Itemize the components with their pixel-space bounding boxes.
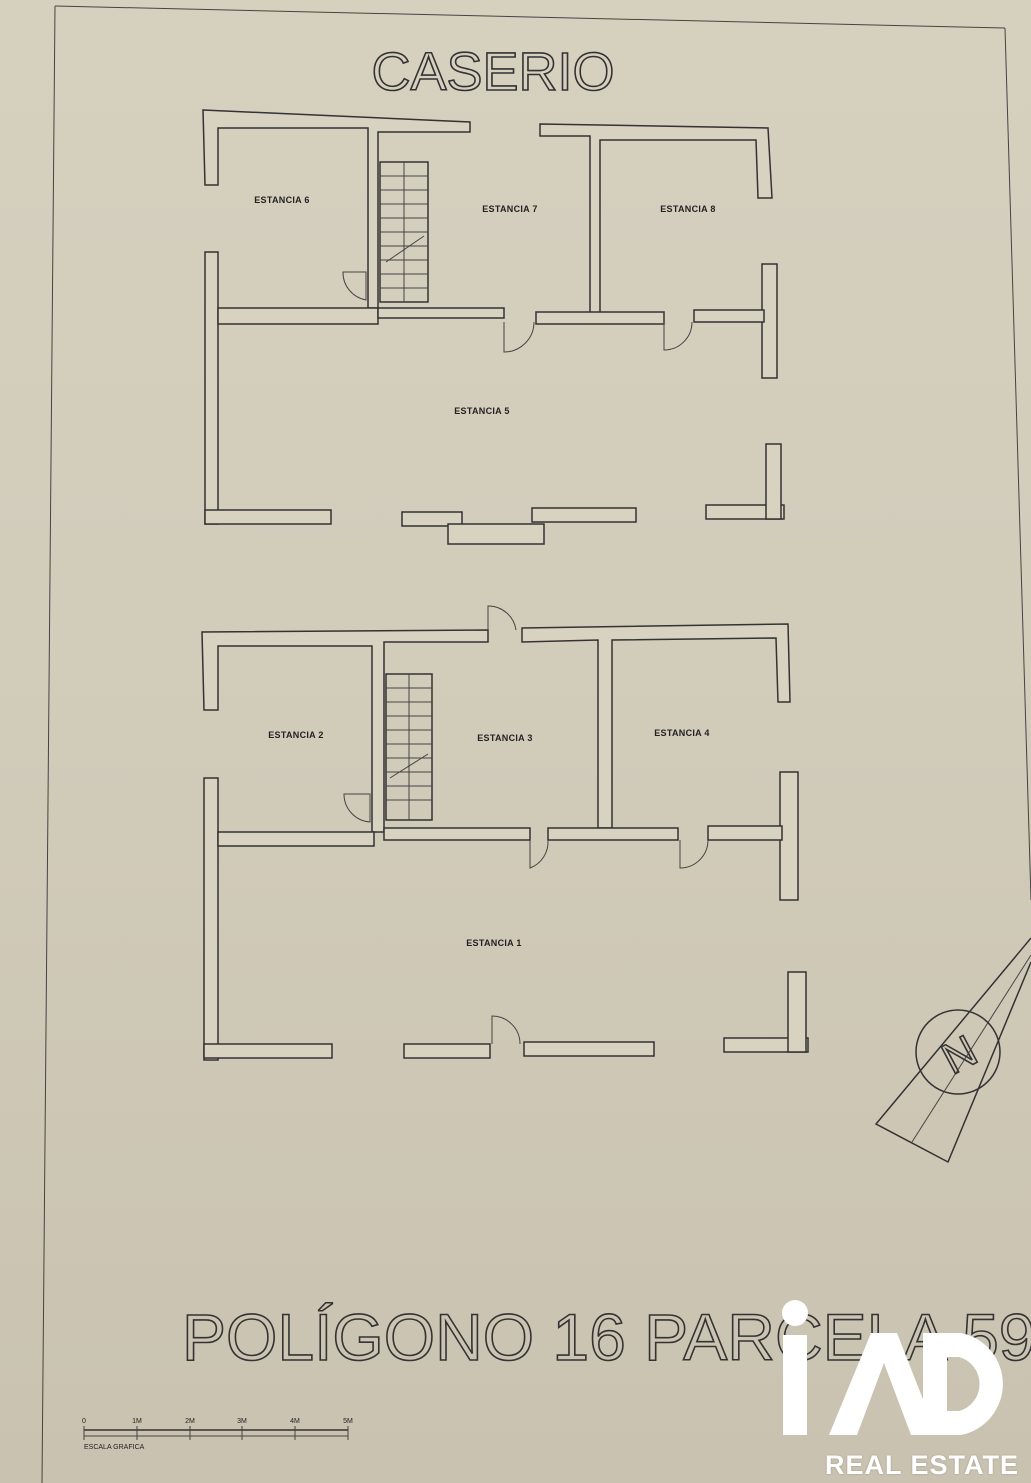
upper-door-6 bbox=[342, 271, 367, 301]
lower-wall-south-3 bbox=[523, 1041, 655, 1057]
lower-int-wall-4 bbox=[707, 825, 783, 841]
room-label-2: ESTANCIA 2 bbox=[268, 730, 324, 740]
upper-stairs bbox=[379, 161, 429, 303]
room-label-3: ESTANCIA 3 bbox=[477, 733, 533, 743]
room-label-5: ESTANCIA 5 bbox=[454, 406, 510, 416]
lower-door-main-north bbox=[487, 605, 517, 631]
upper-int-wall-4 bbox=[693, 309, 765, 323]
scale-tick-3: 3M bbox=[237, 1418, 247, 1425]
compass-circle bbox=[915, 1009, 1001, 1095]
lower-door-4 bbox=[679, 839, 709, 869]
upper-wall-south-2 bbox=[401, 511, 463, 527]
border-left bbox=[41, 5, 56, 1483]
upper-wall-ne bbox=[539, 123, 773, 317]
upper-wall-south-3 bbox=[531, 507, 637, 523]
scale-tick-1: 1M bbox=[132, 1418, 142, 1425]
lower-wall-east-1 bbox=[787, 971, 807, 1053]
lower-wall-south-2 bbox=[403, 1043, 491, 1059]
upper-int-wall-2 bbox=[377, 307, 505, 319]
scale-tick-4: 4M bbox=[290, 1418, 300, 1425]
compass-letter: N bbox=[934, 1026, 985, 1084]
lower-wall-south-1 bbox=[203, 1043, 333, 1059]
upper-floor: ESTANCIA 6 ESTANCIA 7 ESTANCIA 8 ESTANCI… bbox=[202, 109, 785, 545]
upper-porch bbox=[447, 523, 545, 545]
border-top bbox=[54, 5, 1006, 29]
lower-int-wall-2 bbox=[383, 827, 531, 841]
room-label-6: ESTANCIA 6 bbox=[254, 195, 310, 205]
border-right bbox=[1004, 27, 1031, 901]
upper-door-8 bbox=[663, 321, 693, 351]
scale-tick-5: 5M bbox=[343, 1418, 353, 1425]
upper-door-7 bbox=[503, 321, 535, 353]
upper-wall-south-1 bbox=[204, 509, 332, 525]
lower-wall-ne bbox=[521, 623, 791, 829]
scale-tick-2: 2M bbox=[185, 1418, 195, 1425]
upper-int-wall-1 bbox=[217, 307, 379, 325]
lower-int-wall-3 bbox=[547, 827, 679, 841]
lower-door-3 bbox=[529, 839, 549, 869]
sheet-title: CASERIO bbox=[371, 42, 614, 102]
upper-wall-south-4 bbox=[705, 504, 785, 520]
lower-door-2 bbox=[343, 793, 371, 823]
compass-arrow bbox=[874, 937, 1031, 1164]
lower-wall-west bbox=[203, 777, 219, 1061]
scale-tick-0: 0 bbox=[82, 1418, 86, 1425]
upper-wall-west bbox=[204, 251, 219, 525]
room-label-7: ESTANCIA 7 bbox=[482, 204, 538, 214]
lower-door-south bbox=[491, 1015, 521, 1045]
scale-label: ESCALA GRAFICA bbox=[84, 1444, 145, 1451]
upper-int-wall-3 bbox=[535, 311, 665, 325]
lower-wall-south-4 bbox=[723, 1037, 809, 1053]
upper-wall-east-1 bbox=[765, 443, 782, 520]
lower-int-wall-1 bbox=[217, 831, 375, 847]
room-label-8: ESTANCIA 8 bbox=[660, 204, 716, 214]
room-label-4: ESTANCIA 4 bbox=[654, 728, 710, 738]
room-label-1: ESTANCIA 1 bbox=[466, 938, 522, 948]
north-compass: N bbox=[874, 937, 1031, 1164]
upper-wall-nw bbox=[202, 109, 471, 309]
lower-stairs bbox=[385, 673, 433, 821]
graphic-scale: 0 1M 2M 3M 4M 5M ESCALA GRAFICA bbox=[82, 1418, 353, 1451]
lower-floor: ESTANCIA 2 ESTANCIA 3 ESTANCIA 4 ESTANCI… bbox=[201, 605, 809, 1061]
iad-logo bbox=[782, 1300, 1003, 1435]
iad-subtitle: REAL ESTATE bbox=[824, 1450, 1019, 1480]
